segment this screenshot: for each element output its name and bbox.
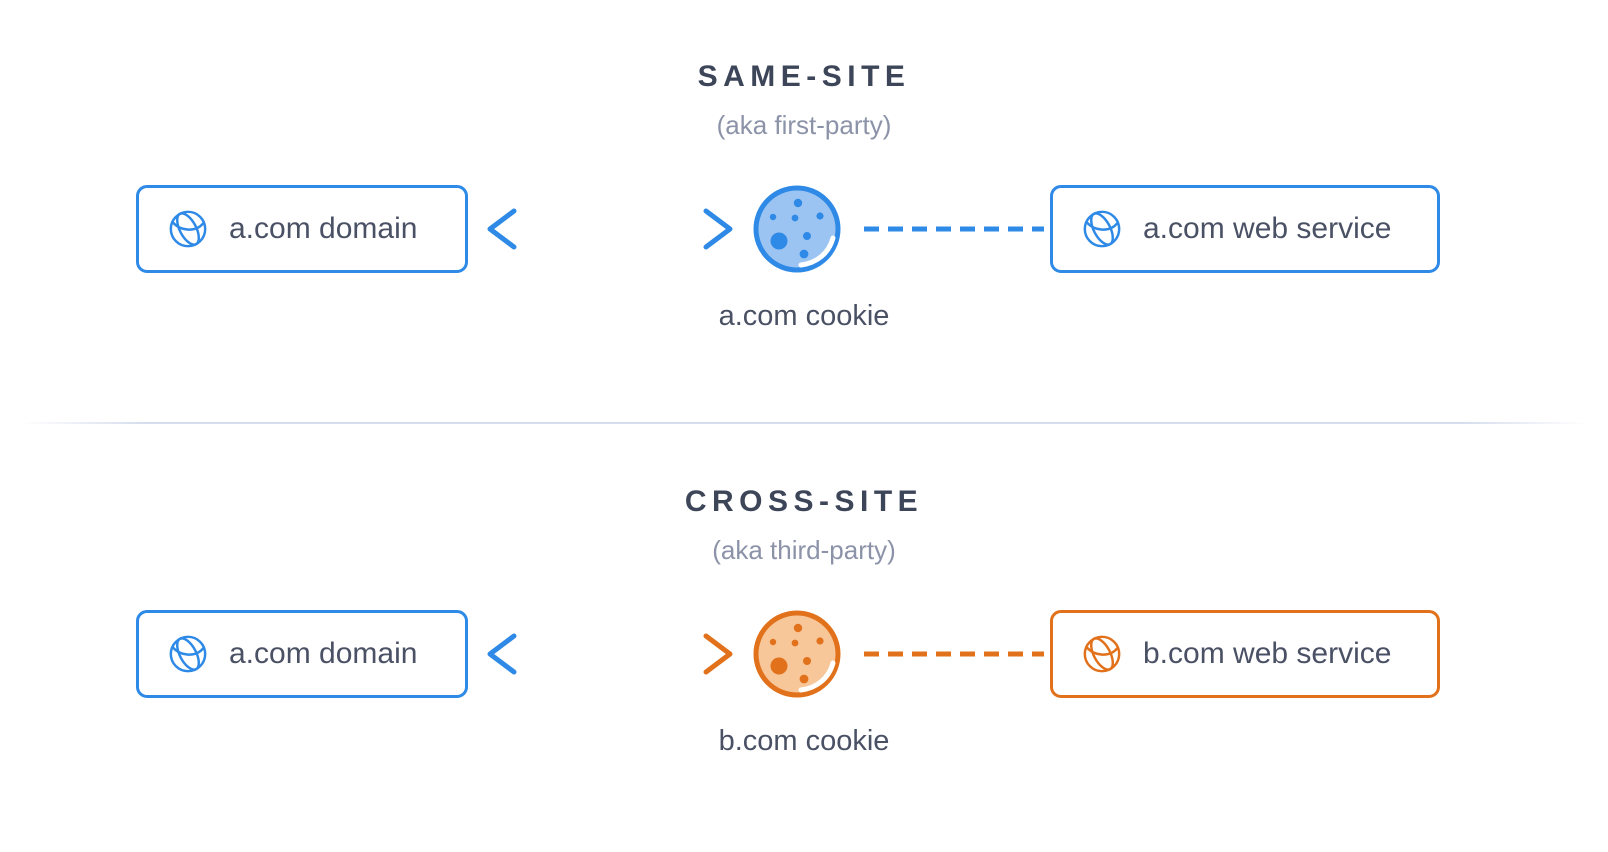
node-a-com-domain[interactable]: a.com domain <box>136 185 468 273</box>
cookie-icon <box>753 610 841 698</box>
same-site-section: SAME-SITE (aka first-party) a.com domain <box>0 0 1608 423</box>
double-arrow-icon <box>487 633 733 675</box>
dashed-connector-same-site <box>862 185 1046 273</box>
node-a-com-web-service-label: a.com web service <box>1143 212 1392 245</box>
cross-site-subtitle: (aka third-party) <box>712 535 896 565</box>
globe-icon <box>1083 635 1121 673</box>
node-b-com-web-service[interactable]: b.com web service <box>1050 610 1440 698</box>
dashed-line <box>864 226 1044 232</box>
cookie-a-com <box>751 183 843 275</box>
node-a-com-domain[interactable]: a.com domain <box>136 610 468 698</box>
globe-icon <box>1083 210 1121 248</box>
same-site-subtitle: (aka first-party) <box>716 110 892 140</box>
globe-icon <box>169 635 207 673</box>
same-site-node-row: a.com domain <box>0 185 1608 285</box>
cookie-b-com-label: b.com cookie <box>718 725 890 757</box>
same-site-title: SAME-SITE <box>697 60 911 93</box>
node-a-com-domain-label: a.com domain <box>229 212 418 245</box>
cross-site-title: CROSS-SITE <box>684 485 924 518</box>
globe-icon <box>169 210 207 248</box>
node-a-com-web-service[interactable]: a.com web service <box>1050 185 1440 273</box>
cookie-a-com-label: a.com cookie <box>718 300 890 332</box>
node-a-com-domain-label: a.com domain <box>229 637 418 670</box>
section-divider <box>20 422 1588 424</box>
node-b-com-web-service-label: b.com web service <box>1143 637 1392 670</box>
double-arrow-icon <box>487 208 733 250</box>
cross-site-node-row: a.com domain <box>0 610 1608 710</box>
bidirectional-arrow-same-site <box>482 185 738 273</box>
cookie-b-com <box>751 608 843 700</box>
cookie-icon <box>753 185 841 273</box>
bidirectional-arrow-cross-site <box>482 610 738 698</box>
cross-site-section: CROSS-SITE (aka third-party) a.com domai… <box>0 423 1608 852</box>
dashed-line <box>864 651 1044 657</box>
dashed-connector-cross-site <box>862 610 1046 698</box>
